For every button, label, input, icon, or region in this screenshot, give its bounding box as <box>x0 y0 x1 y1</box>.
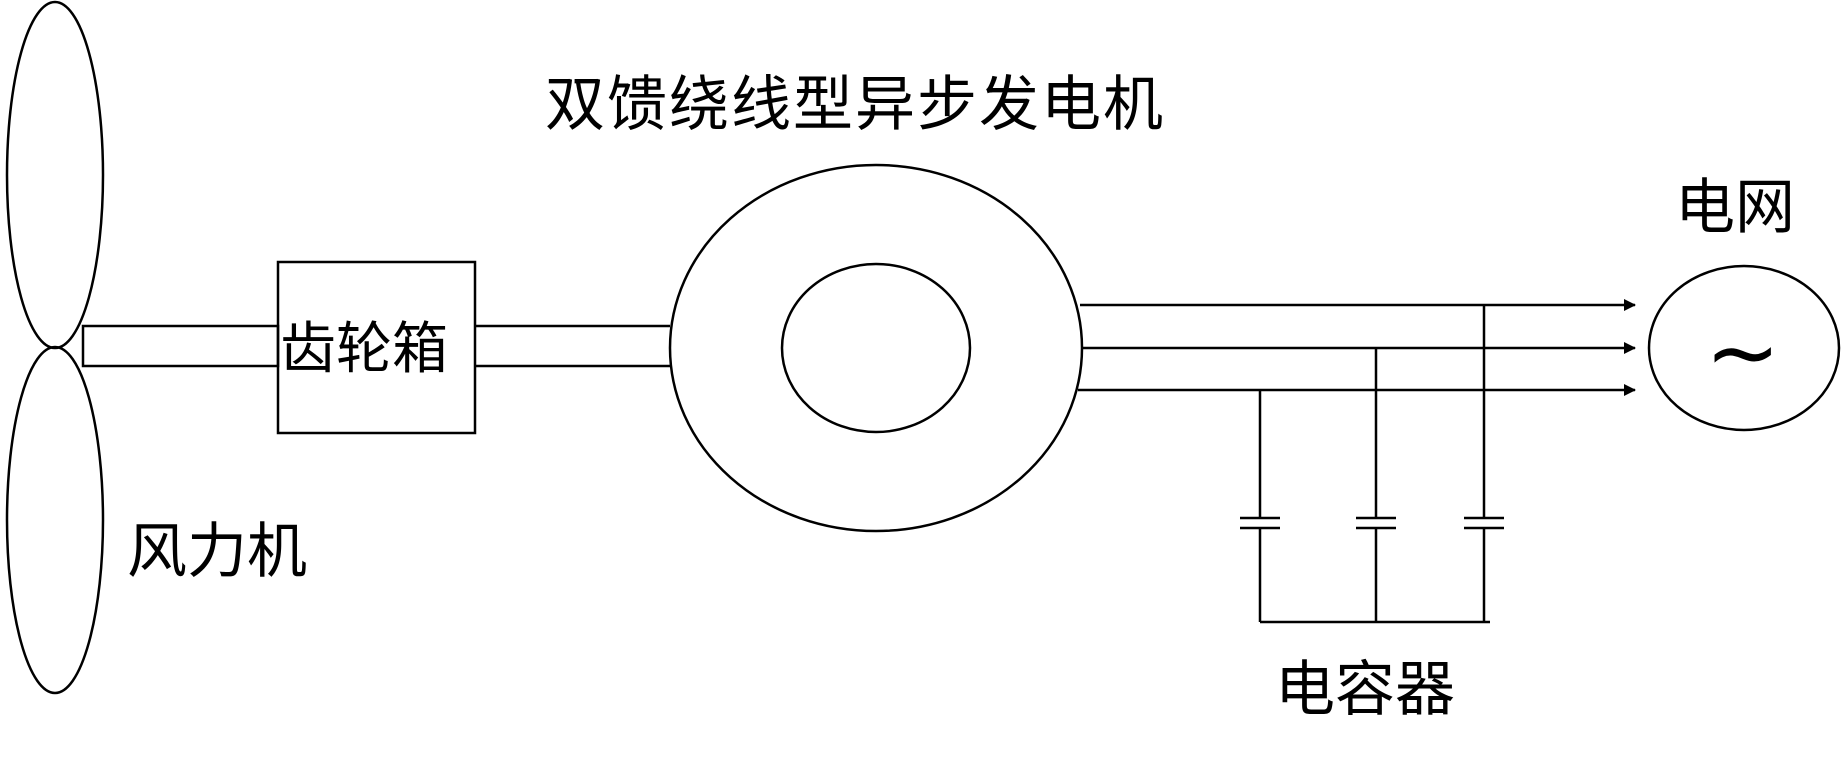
capacitor-symbol-3 <box>1464 516 1504 530</box>
turbine-blade-upper <box>5 0 105 350</box>
capacitor-label: 电容器 <box>1275 655 1455 725</box>
capacitor-symbol-1 <box>1240 516 1280 530</box>
grid-source-circle <box>1647 264 1841 432</box>
capacitor-symbol-2 <box>1356 516 1396 530</box>
generator-rotor <box>780 262 972 434</box>
gearbox-label: 齿轮箱 <box>280 317 448 382</box>
generator-label: 双馈绕线型异步发电机 <box>545 70 1165 140</box>
generator-stator <box>668 163 1084 533</box>
gearbox-box <box>276 260 477 435</box>
turbine-label: 风力机 <box>127 517 307 587</box>
ac-source-icon: ~ <box>1705 300 1781 405</box>
turbine-blade-lower <box>5 345 105 695</box>
grid-label: 电网 <box>1675 173 1795 243</box>
turbine-shaft <box>81 324 280 368</box>
